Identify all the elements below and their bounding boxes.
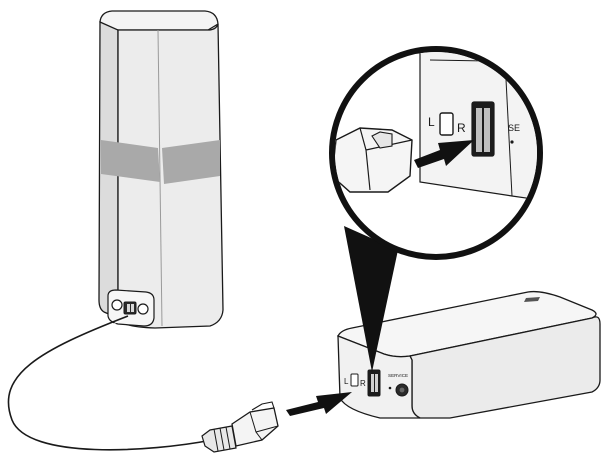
- zoom-switch: [439, 112, 454, 136]
- zoom-port-label-right: R: [457, 121, 466, 135]
- receiver-box: L R SERVICE: [337, 290, 601, 419]
- speaker-top: [99, 10, 219, 31]
- speaker-rear-hole-left: [111, 299, 123, 311]
- plug-latch: [251, 401, 275, 411]
- zoom-port-label-left: L: [428, 115, 435, 129]
- cable-plug: [201, 401, 279, 453]
- speaker-cable: [7, 315, 213, 451]
- zoom-insert-arrow: [414, 140, 474, 168]
- box-switch: [350, 373, 359, 387]
- box-port-label-left: L: [344, 377, 349, 386]
- speaker-grille-band-left: [101, 140, 160, 182]
- box-port-label-right: R: [360, 379, 366, 388]
- box-service-label: SERVICE: [388, 373, 408, 378]
- callout-cone: [344, 226, 398, 372]
- magnified-detail: L R SE: [329, 46, 543, 260]
- tower-speaker: [98, 10, 224, 329]
- box-service-dot: [388, 386, 392, 390]
- cable-wire: [7, 315, 213, 451]
- zoom-speaker-port: [471, 101, 495, 157]
- plug-strain-relief: [201, 425, 237, 453]
- speaker-rear-hole-right: [137, 303, 149, 315]
- speaker-front-edge: [157, 29, 163, 327]
- speaker-grille-band-right: [162, 140, 220, 184]
- box-logo: [524, 297, 540, 302]
- insert-arrow: [286, 392, 352, 416]
- zoom-plug-body: [335, 127, 413, 193]
- zoom-service-label: SE: [508, 123, 520, 133]
